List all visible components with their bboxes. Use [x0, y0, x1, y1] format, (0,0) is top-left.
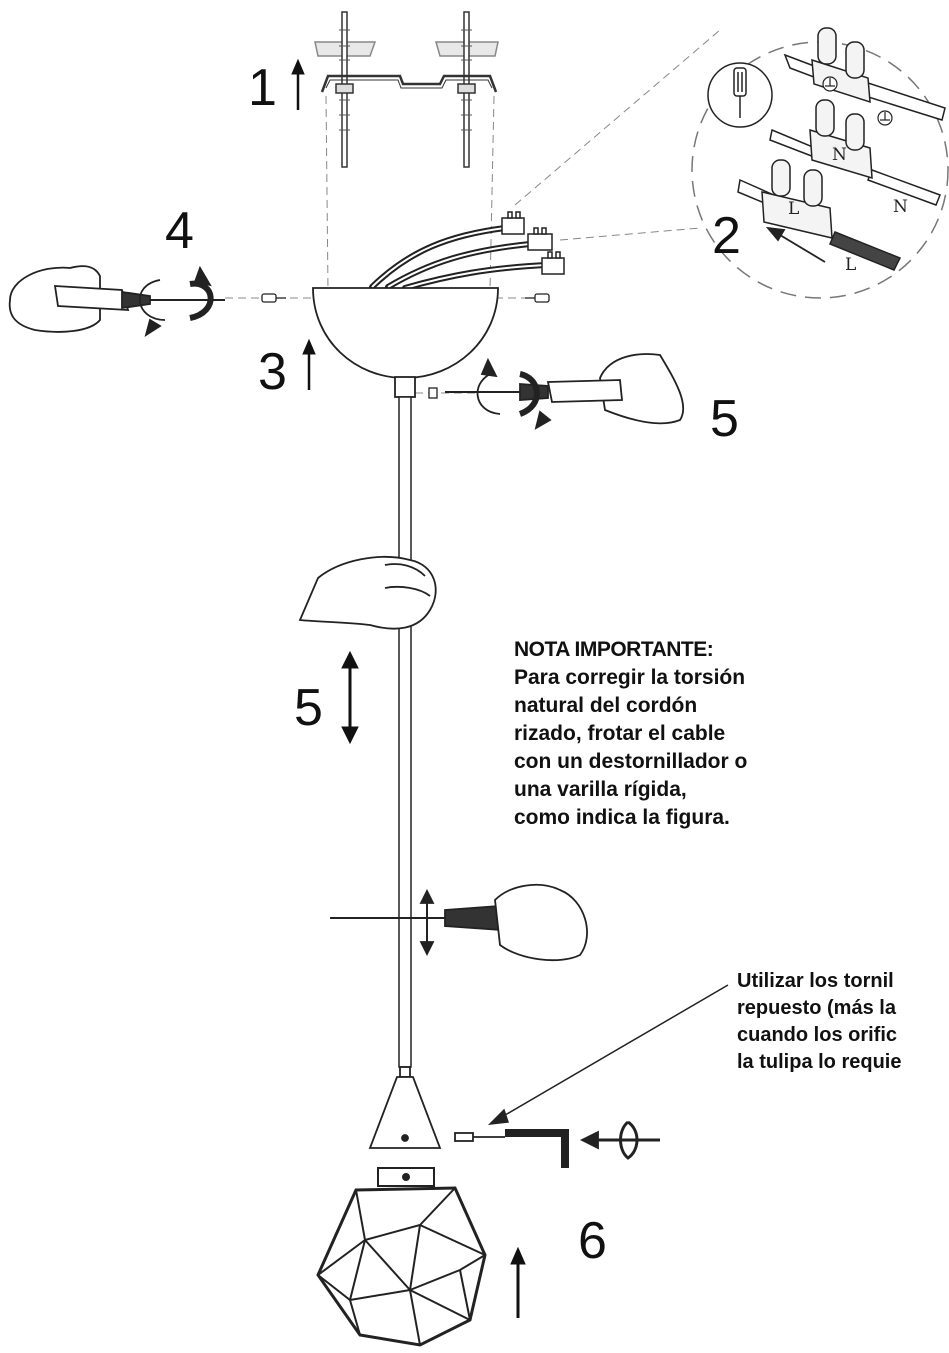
spare-screws-note-line: repuesto (más la [737, 997, 896, 1019]
pendant-cord [398, 396, 412, 1068]
important-note-line: como indica la figura. [514, 806, 730, 829]
important-note-line: con un destornillador o [514, 750, 748, 773]
step-5-cord-number: 5 [294, 679, 323, 737]
hand-screwdriver-right-icon [445, 353, 685, 430]
canopy [312, 287, 499, 398]
spare-screws-note: Utilizar los tornil repuesto (más la cua… [737, 968, 949, 1076]
screwdriver-inset-icon [707, 62, 773, 128]
step-6-number: 6 [578, 1212, 607, 1270]
wiring-detail-callout: N L N L [691, 27, 949, 299]
hand-gripping-cord-icon [298, 556, 437, 630]
spare-screws-note-line: cuando los orific [737, 1024, 898, 1046]
ceiling-bracket [314, 11, 499, 168]
screwdriver-rubbing-cord-icon [330, 883, 588, 962]
step-1-number: 1 [248, 59, 277, 117]
step-3-number: 3 [258, 343, 287, 401]
insert-arrow-icon [765, 226, 826, 263]
lamp-holder [368, 1066, 442, 1149]
important-note-line: Para corregir la torsión [514, 666, 746, 689]
important-note-line: rizado, frotar el cable [514, 722, 726, 745]
up-down-arrow-icon [341, 650, 359, 745]
up-arrow-icons [291, 58, 526, 1318]
live-label: L [788, 199, 799, 219]
important-note-title: NOTA IMPORTANTE: [514, 638, 714, 661]
step-4-number: 4 [165, 202, 194, 260]
pointer-arrow [487, 984, 729, 1125]
allen-key-icon [454, 1120, 660, 1168]
important-note: NOTA IMPORTANTE: Para corregir la torsió… [514, 636, 747, 832]
step-2-number: 2 [712, 207, 741, 265]
spare-screws-note-line: Utilizar los tornil [737, 970, 894, 992]
step-5-top-number: 5 [710, 390, 739, 448]
glass-shade [316, 1167, 487, 1347]
neutral-label: N [832, 145, 847, 165]
neutral-out-label: N [893, 197, 908, 217]
guide-lines [225, 29, 721, 394]
important-note-line: natural del cordón [514, 694, 698, 717]
important-note-line: una varilla rígida, [514, 778, 687, 801]
live-arrow-label: L [845, 255, 856, 275]
hand-screwdriver-left-icon [8, 265, 225, 338]
spare-screws-note-line: la tulipa lo requie [737, 1051, 902, 1073]
